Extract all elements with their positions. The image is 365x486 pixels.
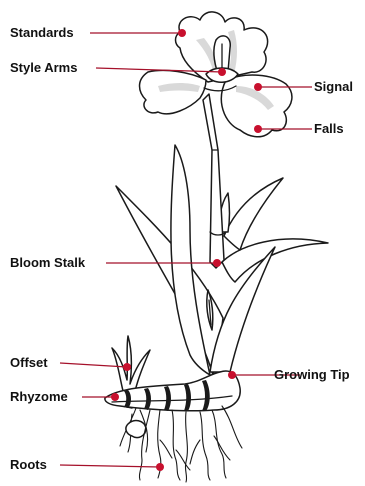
roots-shape xyxy=(120,406,242,482)
falls-marker xyxy=(254,125,262,133)
label-signal: Signal xyxy=(314,79,353,94)
label-offset: Offset xyxy=(10,355,48,370)
rhyzome-marker xyxy=(111,393,119,401)
label-style-arms: Style Arms xyxy=(10,60,77,75)
offset-marker xyxy=(123,363,131,371)
iris-flower xyxy=(140,12,292,137)
label-rhyzome: Rhyzome xyxy=(10,389,68,404)
signal-marker xyxy=(254,83,262,91)
roots-marker xyxy=(156,463,164,471)
roots-leader xyxy=(60,465,160,467)
label-falls: Falls xyxy=(314,121,344,136)
label-growing-tip: Growing Tip xyxy=(274,367,350,382)
growing-tip-marker xyxy=(228,371,236,379)
iris-plant-illustration xyxy=(105,12,328,482)
standards-marker xyxy=(178,29,186,37)
label-roots: Roots xyxy=(10,457,47,472)
label-bloom-stalk: Bloom Stalk xyxy=(10,255,86,270)
label-standards: Standards xyxy=(10,25,74,40)
style-arms-marker xyxy=(218,68,226,76)
bloom-stalk-marker xyxy=(213,259,221,267)
